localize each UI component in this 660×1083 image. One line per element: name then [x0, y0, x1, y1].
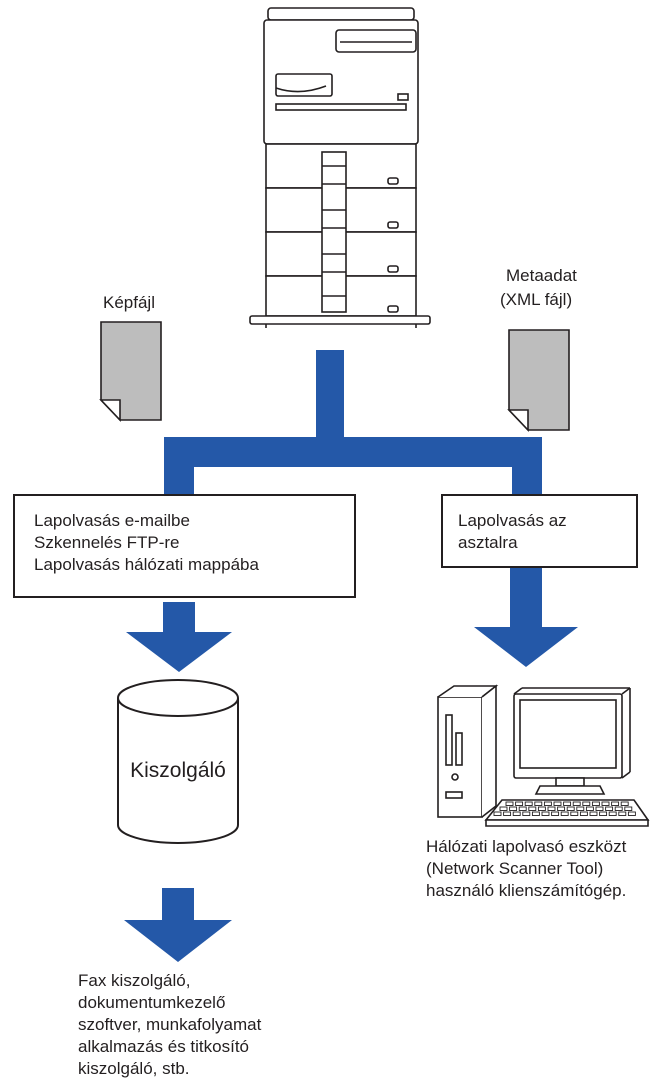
- flow-left-drop: [164, 437, 194, 495]
- metadata-label-line1: Metaadat: [506, 266, 577, 285]
- keyboard-key: [503, 811, 512, 816]
- mfp-printer-icon: [249, 7, 431, 328]
- caption-line: Fax kiszolgáló,: [78, 971, 191, 990]
- keyboard-key: [537, 806, 546, 811]
- arrow-server-to-output: [124, 888, 232, 962]
- client-caption: Hálózati lapolvasó eszközt (Network Scan…: [426, 836, 626, 902]
- keyboard-keys: [493, 801, 636, 816]
- keyboard-key: [591, 801, 600, 806]
- flow-connectors: [124, 350, 578, 962]
- database-server-icon: [117, 679, 239, 844]
- keyboard-key: [560, 811, 569, 816]
- box-line: asztalra: [458, 533, 518, 552]
- box-line: Lapolvasás hálózati mappába: [34, 555, 259, 574]
- caption-line: szoftver, munkafolyamat: [78, 1015, 262, 1034]
- document-icon: [99, 321, 162, 423]
- keyboard-key: [620, 801, 629, 806]
- keyboard-key: [599, 811, 608, 816]
- caption-line: kiszolgáló, stb.: [78, 1059, 190, 1078]
- keyboard-key: [624, 806, 633, 811]
- keyboard-key: [605, 806, 614, 811]
- keyboard-key: [528, 806, 537, 811]
- arrow-left-to-server: [126, 602, 232, 672]
- caption-line: használó klienszámítógép.: [426, 881, 627, 900]
- keyboard-key: [585, 806, 594, 811]
- keyboard-key: [522, 811, 531, 816]
- keyboard-key: [541, 811, 550, 816]
- caption-line: Hálózati lapolvasó eszközt: [426, 837, 627, 856]
- keyboard-key: [557, 806, 566, 811]
- keyboard-key: [579, 811, 588, 816]
- keyboard-key: [582, 801, 591, 806]
- keyboard-key: [499, 806, 508, 811]
- desktop-computer-icon: [437, 684, 650, 827]
- keyboard-key: [627, 811, 636, 816]
- keyboard-key: [543, 801, 552, 806]
- flow-horizontal-bar: [164, 437, 542, 467]
- keyboard-key: [589, 811, 598, 816]
- keyboard-key: [614, 806, 623, 811]
- caption-line: alkalmazás és titkosító: [78, 1037, 250, 1056]
- box-line: Szkennelés FTP-re: [34, 533, 180, 552]
- output-caption: Fax kiszolgáló, dokumentumkezelő szoftve…: [78, 970, 261, 1080]
- flow-stem: [316, 350, 344, 445]
- server-label: Kiszolgáló: [130, 759, 226, 782]
- box-line: Lapolvasás az: [458, 511, 567, 530]
- keyboard-key: [566, 806, 575, 811]
- keyboard-key: [570, 811, 579, 816]
- keyboard-key: [572, 801, 581, 806]
- caption-line: dokumentumkezelő: [78, 993, 226, 1012]
- metadata-label-line2: (XML fájl): [500, 290, 573, 309]
- keyboard-key: [505, 801, 514, 806]
- desktop-box: Lapolvasás az asztalra: [441, 494, 638, 568]
- document-icon: [507, 329, 570, 433]
- email-ftp-folder-box: Lapolvasás e-mailbe Szkennelés FTP-re La…: [13, 494, 356, 598]
- keyboard-key: [563, 801, 572, 806]
- arrow-right-to-client: [474, 568, 578, 667]
- keyboard-key: [524, 801, 533, 806]
- keyboard-key: [512, 811, 521, 816]
- keyboard-key: [601, 801, 610, 806]
- keyboard-key: [493, 811, 502, 816]
- keyboard-key: [515, 801, 524, 806]
- image-file-label: Képfájl: [103, 293, 155, 312]
- keyboard-key: [531, 811, 540, 816]
- keyboard-key: [518, 806, 527, 811]
- keyboard-key: [576, 806, 585, 811]
- keyboard-key: [553, 801, 562, 806]
- keyboard-key: [618, 811, 627, 816]
- keyboard-key: [534, 801, 543, 806]
- keyboard-key: [595, 806, 604, 811]
- box-line: Lapolvasás e-mailbe: [34, 511, 190, 530]
- keyboard-key: [608, 811, 617, 816]
- keyboard-key: [509, 806, 518, 811]
- keyboard-key: [611, 801, 620, 806]
- keyboard-key: [551, 811, 560, 816]
- keyboard-key: [547, 806, 556, 811]
- caption-line: (Network Scanner Tool): [426, 859, 604, 878]
- flow-right-drop: [512, 437, 542, 495]
